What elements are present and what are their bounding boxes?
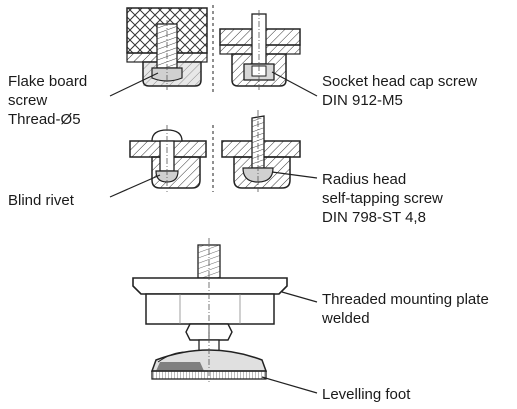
label-line: Blind rivet: [8, 192, 74, 209]
levelling-foot-figure: [132, 238, 288, 382]
label-line: Threaded mounting plate: [322, 291, 489, 308]
leader-blind-rivet: [109, 174, 161, 198]
label-levelling-foot: Levelling foot: [322, 385, 410, 404]
leader-socket-head: [271, 71, 318, 97]
label-threaded-mounting-plate: Threaded mounting plate welded: [322, 290, 489, 328]
leader-radius-head: [271, 171, 318, 179]
label-blind-rivet: Blind rivet: [8, 191, 74, 210]
label-flake-board-screw: Flake board screw Thread-Ø5: [8, 72, 87, 129]
leader-lines: [109, 71, 318, 394]
label-line: Flake board: [8, 73, 88, 90]
leader-mounting-plate: [281, 291, 318, 303]
leader-levelling-foot: [261, 376, 318, 394]
label-line: screw: [8, 92, 48, 109]
label-line: welded: [322, 310, 370, 327]
label-line: Thread-Ø5: [8, 111, 81, 128]
label-radius-head-screw: Radius head self-tapping screw DIN 798-S…: [322, 170, 443, 227]
label-line: Socket head cap screw: [322, 73, 478, 90]
leader-flake-board: [109, 72, 159, 97]
label-line: DIN 798-ST 4,8: [322, 209, 426, 226]
flake-board-screw-figure: [126, 7, 208, 90]
blind-rivet-figure: [129, 125, 207, 192]
socket-head-screw-figure: [219, 10, 301, 90]
radius-head-screw-figure: [221, 110, 301, 192]
label-line: Levelling foot: [322, 386, 411, 403]
label-socket-head-cap-screw: Socket head cap screw DIN 912-M5: [322, 72, 477, 110]
label-line: Radius head: [322, 171, 407, 188]
label-line: self-tapping screw: [322, 190, 443, 207]
label-line: DIN 912-M5: [322, 92, 403, 109]
